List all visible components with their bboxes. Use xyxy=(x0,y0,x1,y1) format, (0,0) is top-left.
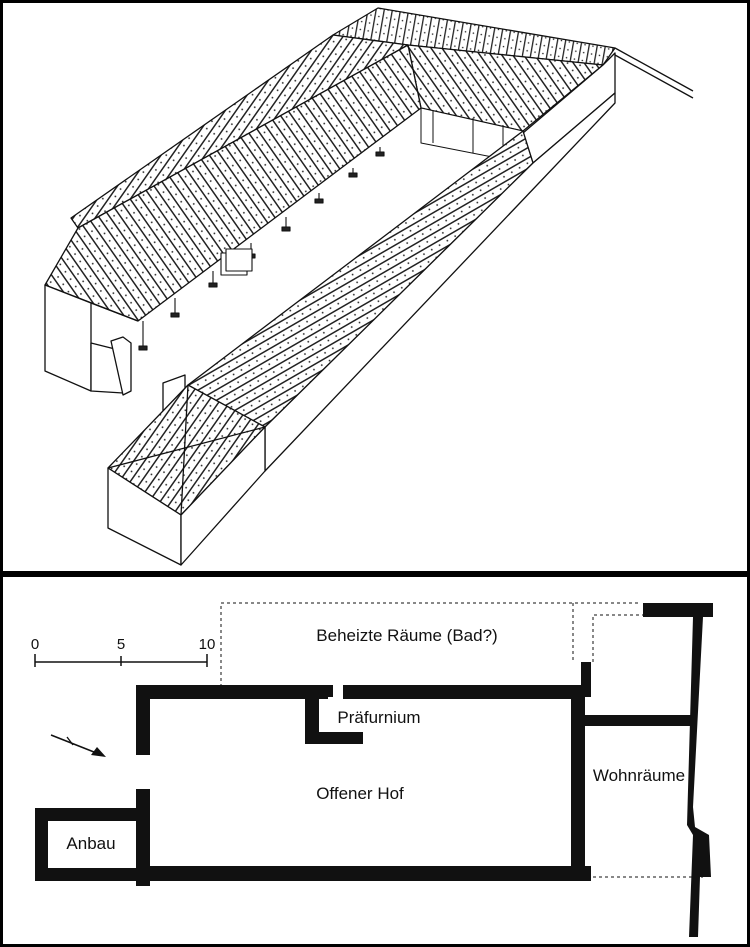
scale-tick-10: 10 xyxy=(199,636,216,653)
scale-tick-0: 0 xyxy=(31,636,39,653)
reconstruction-panel xyxy=(3,3,747,571)
portico-end-wall xyxy=(44,284,139,396)
rear-wing-roof xyxy=(332,7,694,164)
reconstruction-drawing xyxy=(44,7,694,566)
right-wing-roof xyxy=(187,92,616,472)
label-living-rooms: Wohnräume xyxy=(593,766,685,785)
label-heated-rooms: Beheizte Räume (Bad?) xyxy=(316,626,497,645)
scale-bar xyxy=(34,654,208,667)
portico-columns xyxy=(138,147,385,351)
plan-panel: 0 5 10 xyxy=(3,577,747,944)
walls xyxy=(35,603,713,937)
corner-pavilion xyxy=(107,374,266,566)
label-annex: Anbau xyxy=(66,834,115,853)
label-praefurnium: Präfurnium xyxy=(337,708,420,727)
north-arrow-icon xyxy=(50,734,106,757)
label-courtyard: Offener Hof xyxy=(316,784,404,803)
scale-tick-5: 5 xyxy=(117,636,125,653)
ground-plan: 0 5 10 xyxy=(31,602,713,937)
dashed-outlines xyxy=(220,602,703,878)
